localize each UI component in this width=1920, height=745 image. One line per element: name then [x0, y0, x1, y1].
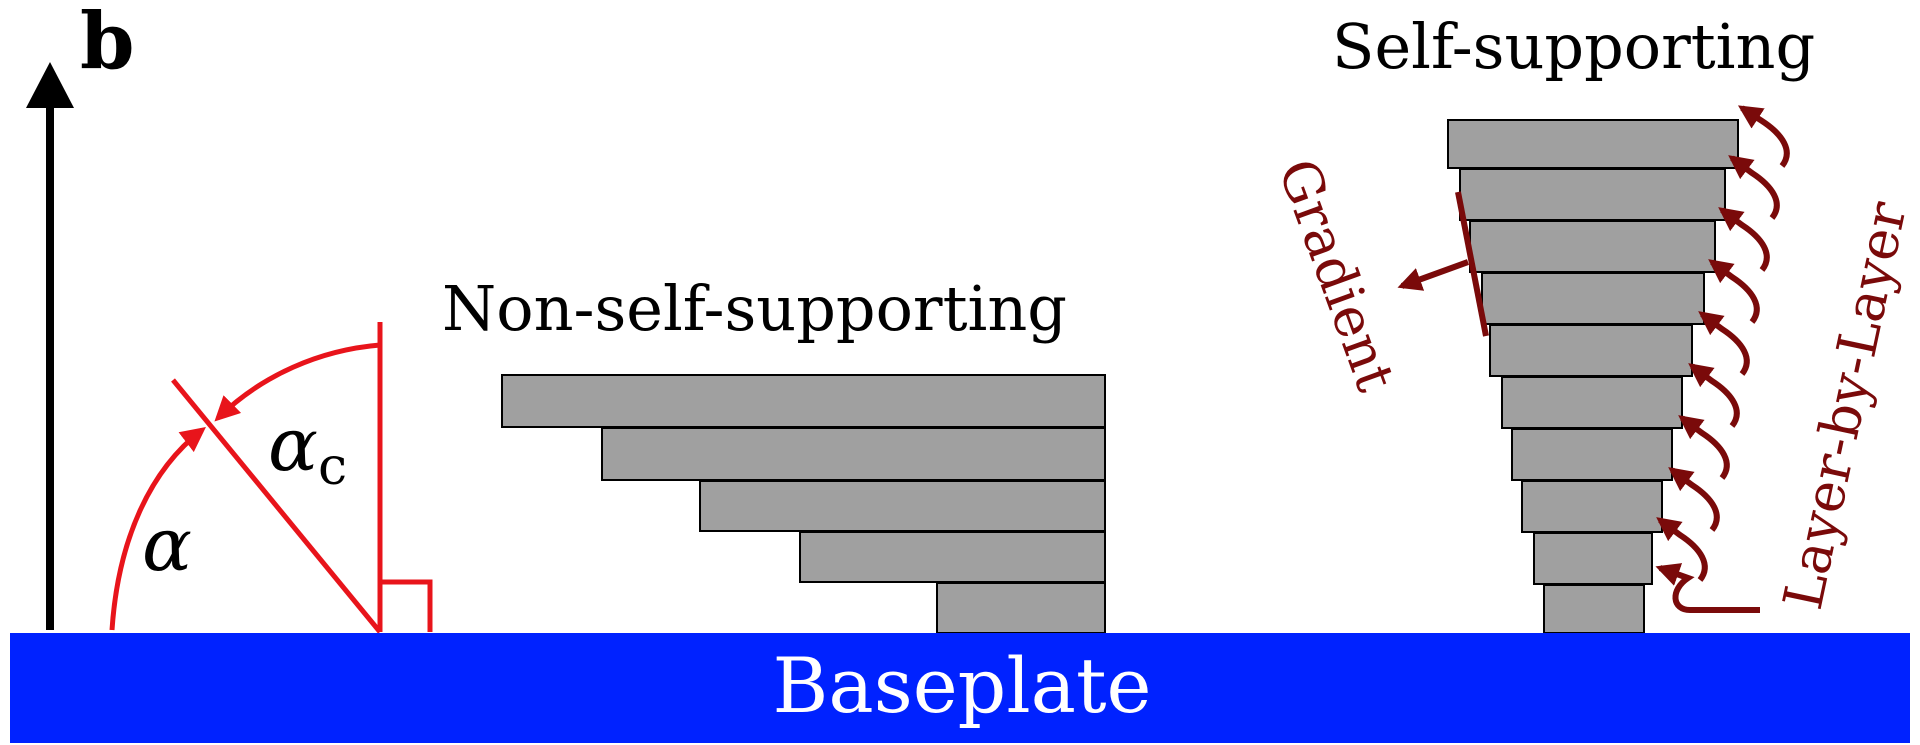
layer-curl-arrow — [1668, 467, 1720, 532]
angle-illustration: α αc — [109, 322, 433, 634]
self-supporting-structure: Self-supporting Gradient L — [1266, 10, 1919, 634]
overhang-layer-4 — [799, 531, 1106, 583]
layer-curl-arrows — [1655, 105, 1790, 613]
layer-curl-arrow — [1708, 259, 1760, 324]
tapered-layer-8 — [1521, 480, 1663, 533]
tapered-layer-4 — [1481, 272, 1705, 325]
gradient-arrow — [1397, 191, 1489, 337]
right-angle-marker — [380, 579, 433, 632]
baseplate-bar — [10, 633, 1910, 743]
tapered-layer-2 — [1459, 168, 1726, 221]
layer-curl-arrow — [1728, 155, 1780, 220]
self-supporting-label: Self-supporting — [1332, 10, 1815, 83]
tapered-layer-5 — [1489, 324, 1693, 377]
baseplate: Baseplate — [10, 633, 1910, 743]
vertical-axis-arrow — [26, 62, 74, 630]
layer-curl-arrow — [1656, 517, 1708, 582]
non-self-supporting-label: Non-self-supporting — [442, 272, 1067, 345]
layer-curl-arrow — [1688, 363, 1740, 428]
non-self-supporting-structure: Non-self-supporting — [442, 272, 1106, 634]
overhang-layer-1 — [501, 374, 1106, 428]
layer-curl-arrow — [1698, 311, 1750, 376]
layer-curl-arrow — [1718, 207, 1770, 272]
overhang-layer-2 — [601, 427, 1106, 481]
alpha-c-arc-icon — [214, 342, 381, 422]
layer-by-layer-label: Layer-by-Layer — [1771, 196, 1919, 614]
tapered-layer-1 — [1447, 119, 1739, 169]
alpha-c-label: αc — [268, 402, 347, 497]
alpha-c-subscript: c — [318, 437, 347, 497]
critical-angle-line — [171, 378, 382, 634]
layer-curl-arrow — [1655, 563, 1760, 613]
tapered-layer-7 — [1511, 428, 1673, 481]
alpha-arc-icon — [109, 426, 206, 631]
overhang-layer-3 — [699, 480, 1106, 532]
layer-curl-arrow — [1678, 415, 1730, 480]
baseplate-label: Baseplate — [773, 641, 1152, 730]
layer-curl-arrow — [1737, 105, 1790, 168]
overhang-layer-5 — [936, 582, 1106, 634]
tapered-layer-9 — [1533, 532, 1653, 585]
panel-label: b — [80, 0, 135, 87]
gradient-label: Gradient — [1266, 151, 1408, 400]
tapered-layer-6 — [1501, 376, 1683, 429]
alpha-label: α — [142, 502, 192, 588]
tapered-layer-3 — [1469, 220, 1716, 273]
tapered-layer-10 — [1543, 584, 1645, 634]
